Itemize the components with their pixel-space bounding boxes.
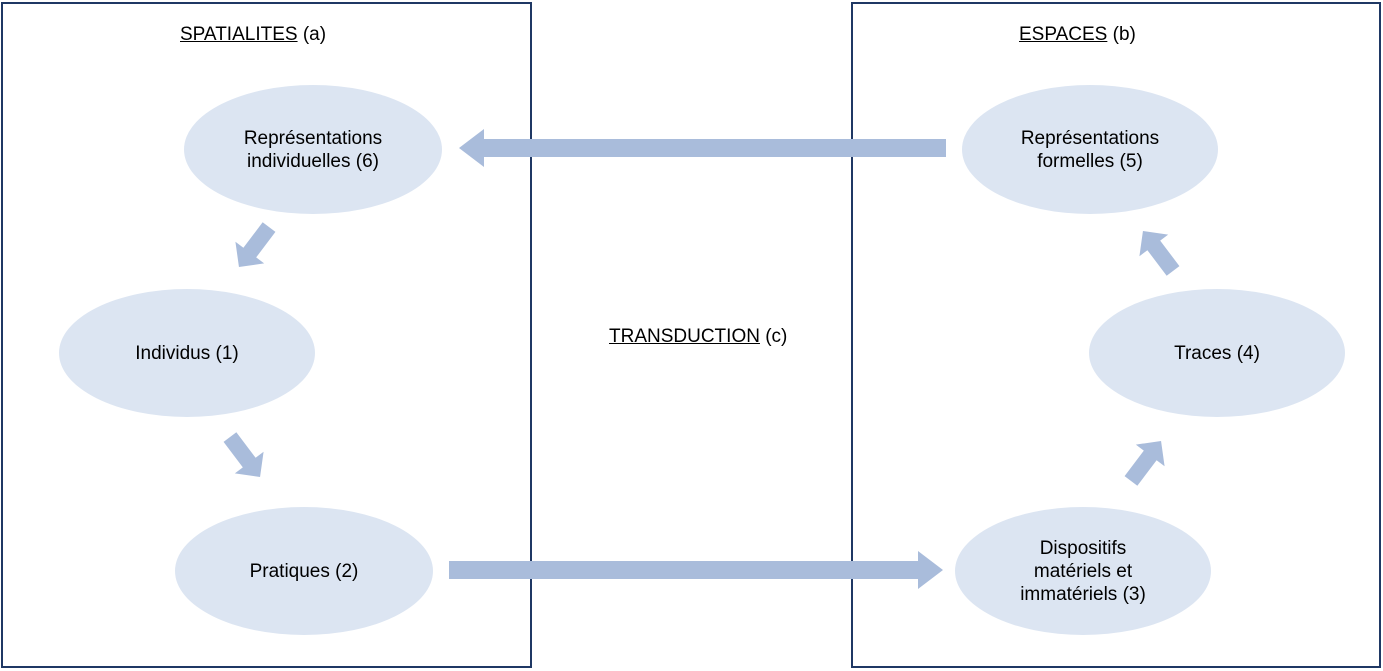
espaces-box bbox=[851, 2, 1381, 668]
node-label: Traces (4) bbox=[1174, 342, 1260, 364]
node-label: Individus (1) bbox=[135, 342, 239, 364]
node-dispositifs: Dispositifs matériels et immatériels (3) bbox=[955, 507, 1211, 635]
node-label: Représentations individuelles (6) bbox=[243, 127, 383, 172]
espaces-title: ESPACES (b) bbox=[1019, 24, 1136, 45]
node-individus: Individus (1) bbox=[59, 289, 315, 417]
arrow-individus-to-pratiques bbox=[223, 432, 264, 477]
arrow-traces-to-formelles bbox=[1139, 231, 1180, 276]
node-label: Dispositifs matériels et immatériels (3) bbox=[1020, 537, 1146, 605]
node-pratiques: Pratiques (2) bbox=[175, 507, 433, 635]
arrow-formelles-to-individuelles bbox=[459, 129, 946, 167]
node-traces: Traces (4) bbox=[1089, 289, 1345, 417]
node-label: Pratiques (2) bbox=[249, 560, 359, 582]
node-representations-formelles: Représentations formelles (5) bbox=[962, 85, 1218, 214]
arrow-pratiques-to-dispositifs bbox=[449, 551, 943, 589]
arrow-dispositifs-to-traces bbox=[1124, 441, 1165, 486]
transduction-label: TRANSDUCTION (c) bbox=[609, 326, 788, 347]
node-representations-individuelles: Représentations individuelles (6) bbox=[184, 85, 442, 214]
arrow-individuelles-to-individus bbox=[235, 222, 276, 267]
spatialites-title: SPATIALITES (a) bbox=[180, 24, 327, 45]
spatialites-box bbox=[1, 2, 532, 668]
node-label: Représentations formelles (5) bbox=[1020, 127, 1160, 172]
